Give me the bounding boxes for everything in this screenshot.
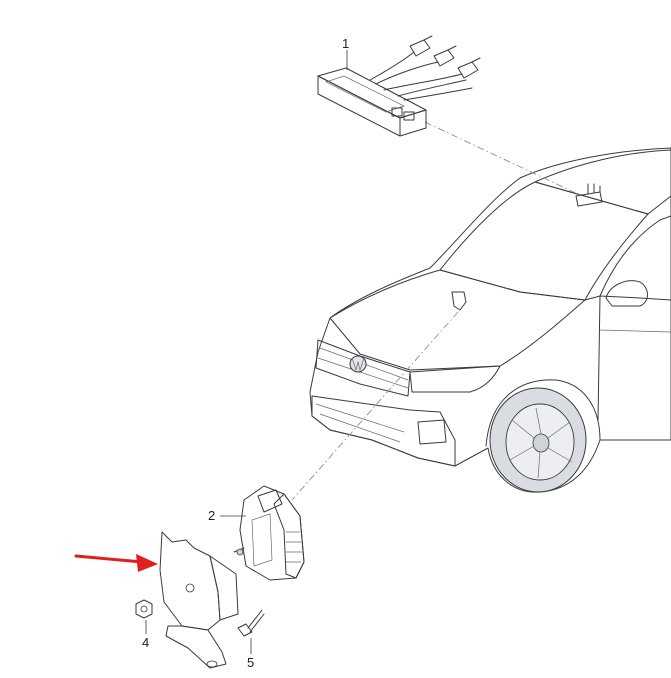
car-bumper [311,395,456,467]
harness-wire-2 [375,61,439,85]
harness-plug-1 [409,39,431,57]
car-badge [349,355,367,373]
callout-1: 1 [342,36,349,51]
car-hood [329,269,586,371]
bracket-plate [159,531,221,631]
fastening-clip [237,609,265,637]
harness-wire-3 [383,73,463,91]
mounting-bracket [159,531,239,669]
sensor-body [239,485,305,581]
assembly-line-1 [424,121,583,197]
bracket-foot [165,625,227,669]
hood-sensor-mount [451,291,467,311]
assembly-line-2 [291,311,459,501]
car-windshield [439,181,649,301]
sensor-unit [233,485,305,581]
callout-2: 2 [208,508,215,523]
car-fog-light [417,419,447,445]
car-mirror [605,280,648,307]
red-pointer-arrow-icon [74,554,158,572]
harness-plug-3 [457,61,479,79]
car-headlight [409,365,501,393]
callout-4: 4 [142,635,149,650]
car-roof [534,149,671,215]
control-unit-with-harness [317,35,481,137]
vehicle-illustration [309,147,671,493]
callout-5: 5 [247,655,254,670]
windshield-sensor-mount [575,191,603,207]
car-side-window [599,215,671,301]
harness-wire-1 [369,51,415,81]
harness-plug-2 [433,49,455,67]
car-body [309,147,671,493]
hex-nut [135,599,153,619]
